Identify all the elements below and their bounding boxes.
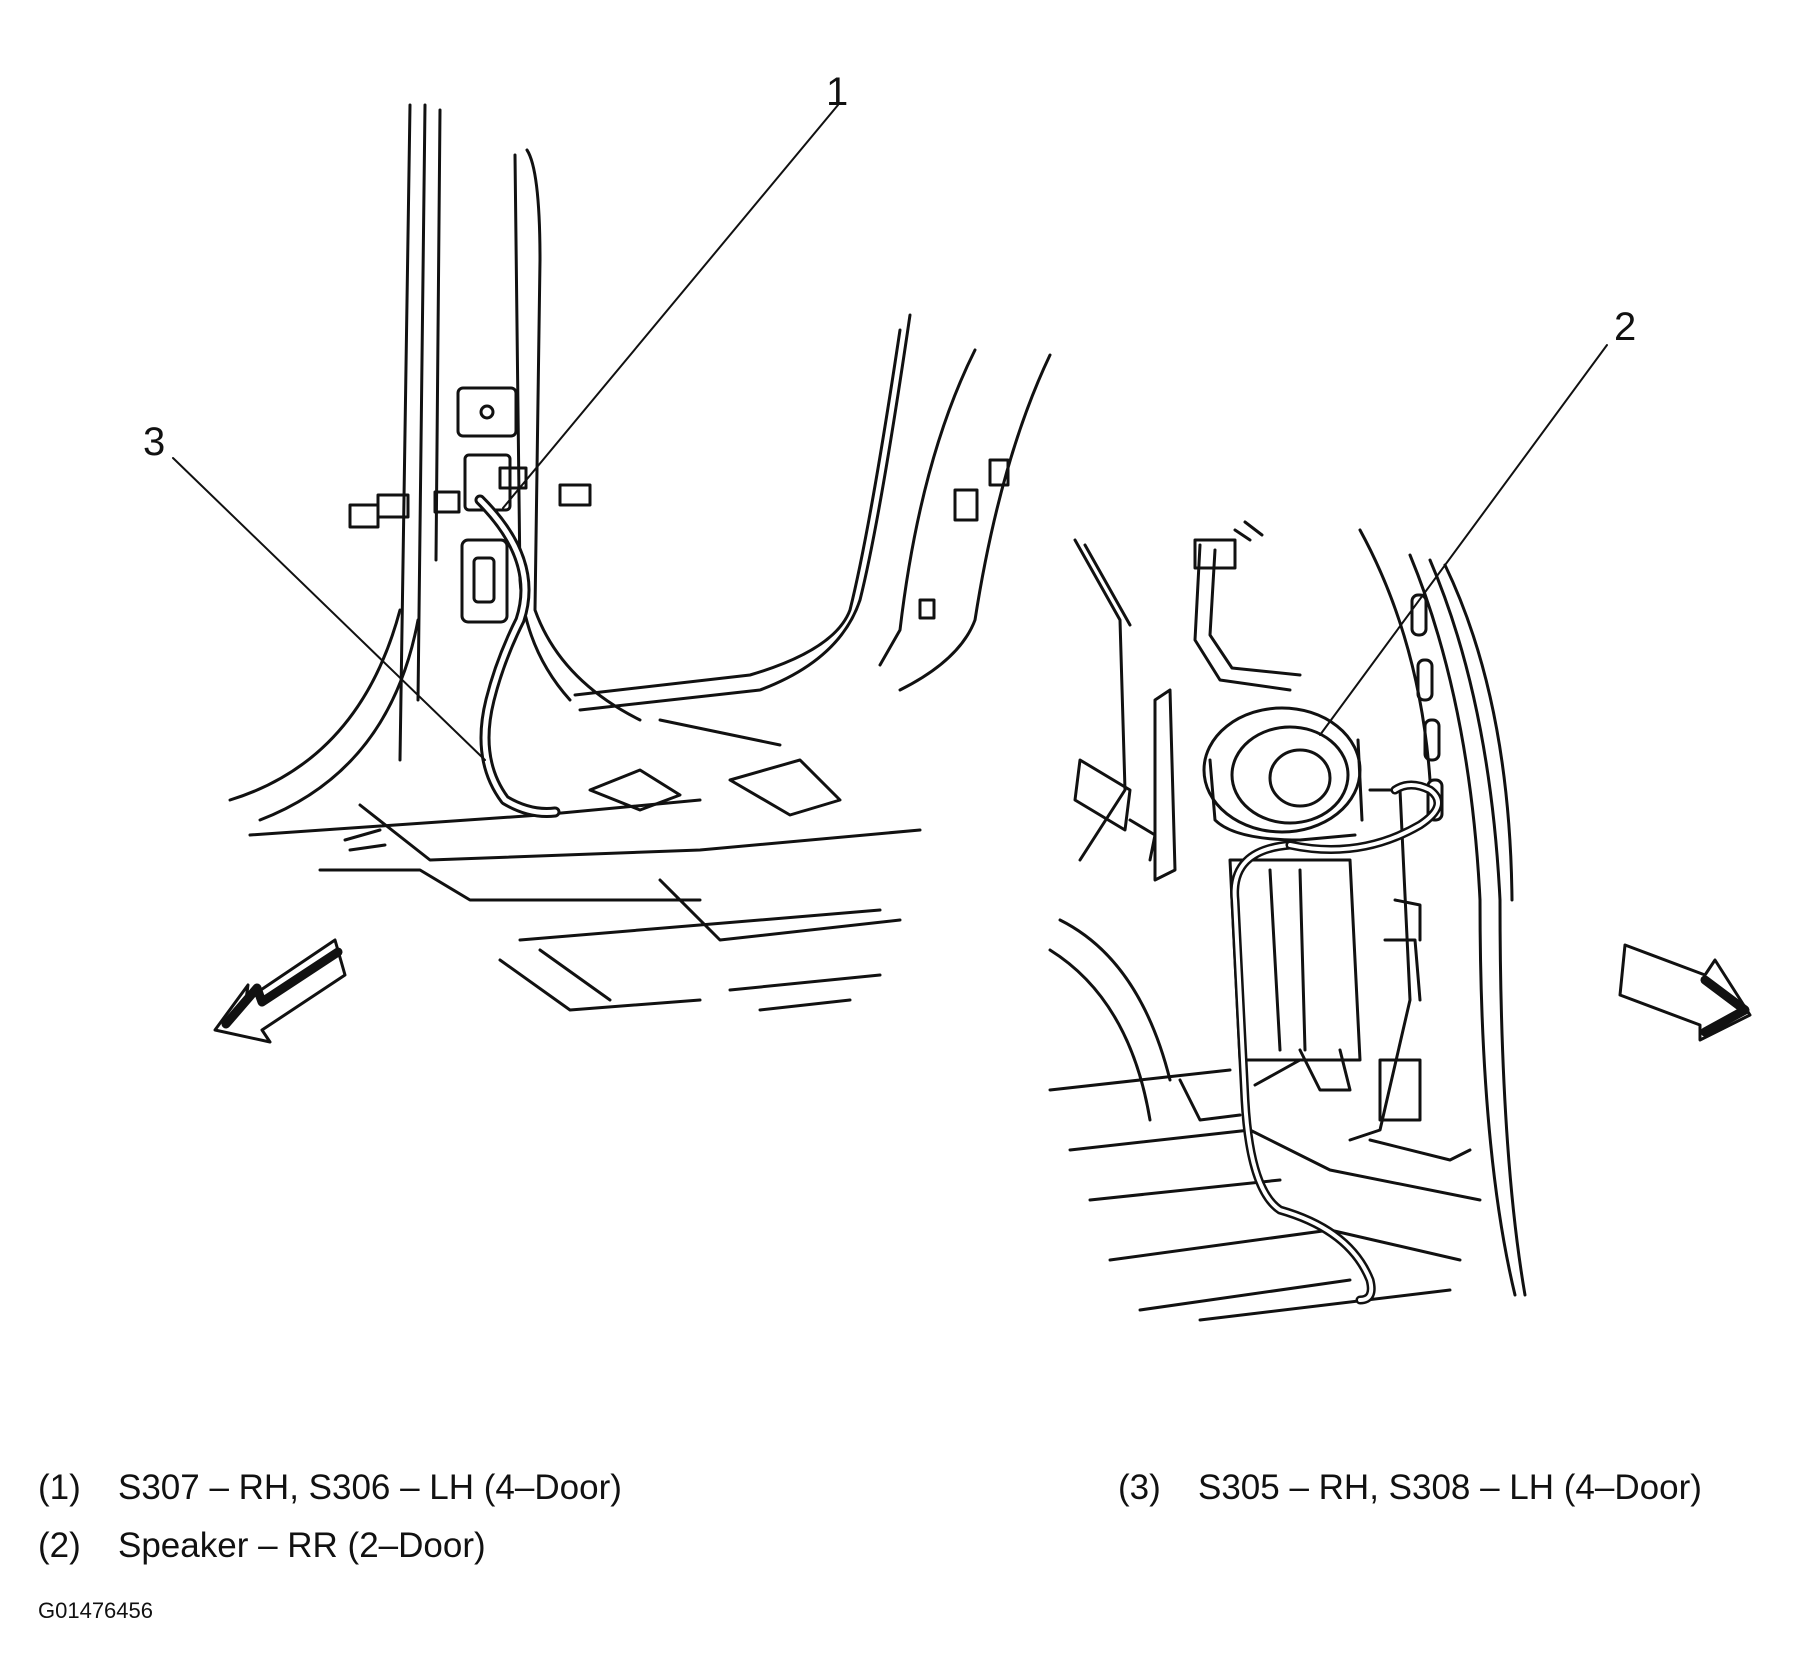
figure-id: G01476456 <box>38 1598 153 1623</box>
callout-2: 2 <box>1614 305 1636 349</box>
callout-3: 3 <box>143 420 165 464</box>
leader-line-3 <box>172 457 486 761</box>
legend-item-2-number: (2) <box>38 1526 81 1565</box>
left-pillar-view <box>213 103 1052 1044</box>
leader-line-1 <box>502 104 839 509</box>
legend-item-3-number: (3) <box>1118 1468 1161 1507</box>
callout-1: 1 <box>826 70 848 114</box>
legend-item-3-text: S305 – RH, S308 – LH (4–Door) <box>1198 1468 1702 1507</box>
legend-item-1-text: S307 – RH, S306 – LH (4–Door) <box>118 1468 622 1507</box>
wiring-illustration: 1 2 3 <box>143 70 1752 1322</box>
legend-item-2: (2) Speaker – RR (2–Door) <box>38 1528 486 1563</box>
leader-line-2 <box>1319 344 1608 736</box>
legend-item-3: (3) S305 – RH, S308 – LH (4–Door) <box>1118 1470 1702 1505</box>
legend-item-1-number: (1) <box>38 1468 81 1507</box>
right-speaker-view <box>1048 520 1752 1322</box>
legend-item-2-text: Speaker – RR (2–Door) <box>118 1526 486 1565</box>
legend-item-1: (1) S307 – RH, S306 – LH (4–Door) <box>38 1470 622 1505</box>
